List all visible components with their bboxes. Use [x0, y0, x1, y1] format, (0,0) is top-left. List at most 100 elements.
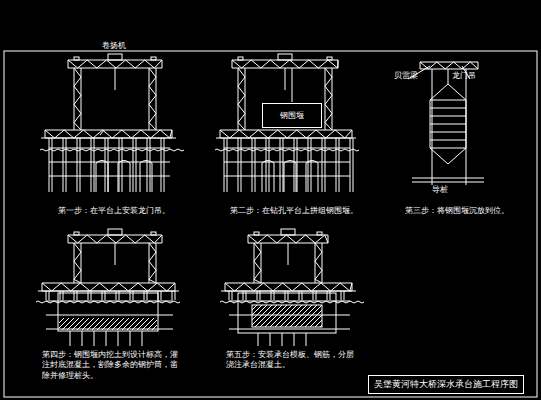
concrete-hatch [72, 318, 84, 330]
steel-pile [105, 138, 106, 192]
platform-truss [352, 283, 353, 291]
concrete-hatch [252, 305, 262, 315]
gantry-beam [328, 235, 329, 243]
gantry-leg [74, 270, 81, 279]
platform-truss [64, 130, 74, 138]
platform-truss [157, 283, 167, 291]
cofferdam-rib [430, 132, 466, 133]
concrete-hatch [107, 318, 119, 330]
gantry-beam [290, 60, 300, 68]
gantry-leg [325, 104, 332, 113]
winch [74, 232, 79, 235]
winch [151, 232, 156, 235]
gantry-beam [232, 60, 242, 68]
steel-pile [130, 291, 131, 300]
gantry-leg [325, 77, 332, 86]
gantry-beam [116, 60, 126, 68]
hoist-cable [285, 68, 286, 90]
winch-trolley [108, 54, 122, 60]
gantry-beam [78, 235, 88, 243]
steel-pile [316, 291, 317, 300]
gantry-beam [277, 235, 287, 243]
gantry-beam [78, 60, 88, 68]
platform-truss [326, 130, 336, 138]
gantry-leg [315, 243, 322, 252]
pile-bracing [49, 148, 170, 149]
steel-pile [271, 291, 272, 300]
platform-truss [61, 283, 71, 291]
gantry-beam [68, 235, 69, 243]
steel-pile [266, 138, 267, 192]
gantry-leg [238, 123, 245, 130]
hoist-cable [115, 68, 116, 90]
concrete-hatch [132, 318, 144, 330]
pile-bracing [224, 148, 350, 149]
steel-pile [91, 291, 92, 300]
gantry-leg [315, 270, 322, 279]
cofferdam-rib [430, 148, 466, 149]
gantry-beam [296, 235, 306, 243]
step-caption: 第三步：将钢围堰沉放到位。 [405, 206, 530, 216]
gantry-leg [325, 68, 332, 77]
steel-pile [344, 291, 345, 300]
platform-truss [350, 283, 352, 291]
gantry-leg [74, 86, 81, 95]
gantry-leg [238, 77, 245, 86]
steel-pile [77, 291, 78, 300]
gantry-leg [149, 270, 156, 279]
platform-truss [278, 130, 288, 138]
water-line [220, 301, 364, 303]
steel-casing [284, 161, 296, 193]
gantry-beam [286, 235, 296, 243]
gantry-leg [149, 243, 156, 252]
gantry-beam [126, 60, 136, 68]
steel-pile [294, 138, 295, 192]
gantry-beam [97, 235, 107, 243]
gantry-leg [325, 114, 332, 123]
part-label: 导桩 [432, 185, 448, 195]
platform-truss [292, 283, 302, 291]
concrete-hatch [82, 318, 94, 330]
gantry-leg [149, 95, 156, 104]
step-caption: 第一步：在平台上安装龙门吊。 [58, 206, 208, 216]
steel-pile [227, 138, 228, 192]
pile-cap [252, 305, 322, 327]
gantry-beam [116, 235, 126, 243]
steel-pile [94, 138, 95, 192]
concrete-hatch [87, 318, 99, 330]
winch [74, 57, 79, 60]
platform-truss [352, 130, 353, 138]
concrete-hatch [252, 305, 257, 310]
platform-truss [340, 283, 350, 291]
platform-truss [258, 130, 268, 138]
gantry-beam [68, 235, 78, 243]
gantry-leg [238, 68, 245, 77]
gantry-beam [106, 60, 116, 68]
steel-casing [96, 161, 108, 193]
concrete-hatch [137, 318, 149, 330]
gantry-beam [145, 235, 155, 243]
gantry-beam [280, 60, 290, 68]
steel-pile [327, 291, 328, 300]
bailey-beam [470, 62, 478, 69]
winch [317, 232, 322, 235]
steel-pile [311, 138, 312, 192]
steel-pile [350, 138, 351, 192]
platform-truss [220, 130, 230, 138]
platform-truss [45, 130, 46, 138]
cofferdam-rib [430, 116, 466, 117]
steel-pile [88, 291, 89, 300]
platform-truss [230, 130, 240, 138]
guide-pile-beam [412, 178, 484, 179]
concrete-hatch [127, 318, 139, 330]
platform-truss [71, 283, 81, 291]
concrete-hatch [117, 318, 129, 330]
gantry-leg [74, 104, 81, 113]
steel-pile [246, 291, 247, 300]
gantry-beam [306, 235, 316, 243]
steel-pile [66, 138, 67, 192]
cofferdam-rib [430, 108, 466, 109]
gantry-leg [238, 95, 245, 104]
steel-pile [229, 291, 230, 300]
